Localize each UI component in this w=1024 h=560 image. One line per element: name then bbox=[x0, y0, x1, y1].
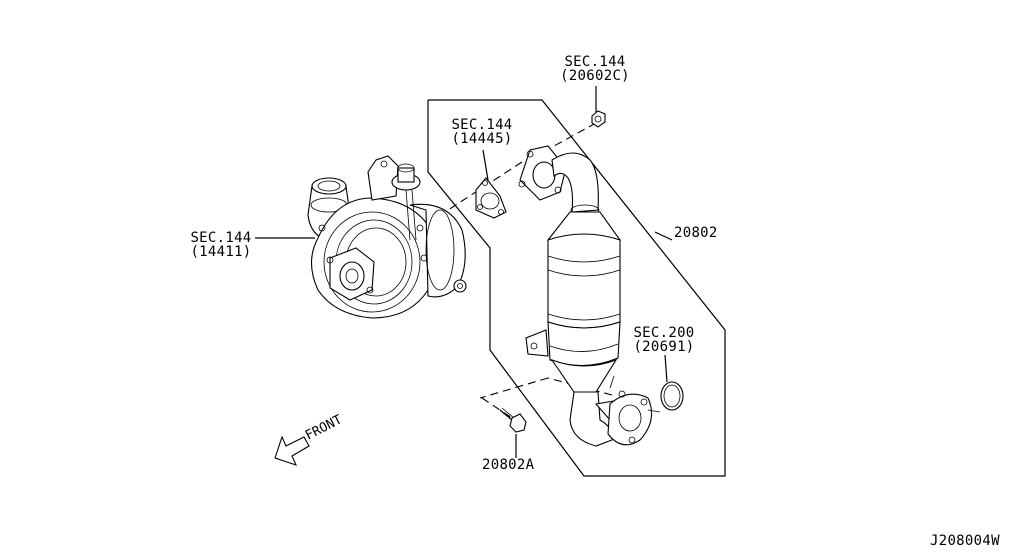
oring-callout: SEC.200 (20691) bbox=[626, 326, 702, 354]
nut-part-number: (20602C) bbox=[560, 68, 630, 84]
gasket-sec-label: SEC.144 bbox=[451, 117, 513, 133]
front-arrow: FRONT bbox=[274, 412, 345, 466]
front-label: FRONT bbox=[303, 412, 345, 443]
bolt-part bbox=[499, 407, 527, 433]
nut-sec-label: SEC.144 bbox=[564, 54, 626, 70]
turbo-callout: SEC.144 (14411) bbox=[185, 231, 257, 259]
assembly-outline bbox=[427, 99, 726, 477]
catalytic-converter-part bbox=[518, 145, 661, 447]
converter-part-number: 20802 bbox=[674, 225, 718, 241]
nut-part bbox=[591, 110, 606, 128]
oring-sec-label: SEC.200 bbox=[633, 325, 695, 341]
diagram-code: J208004W bbox=[930, 533, 1000, 549]
turbo-part-number: (14411) bbox=[190, 244, 252, 260]
leader-lines bbox=[255, 86, 673, 458]
oring-part-number: (20691) bbox=[633, 339, 695, 355]
gasket-part bbox=[475, 177, 507, 219]
o-ring-part bbox=[660, 381, 684, 411]
nut-callout: SEC.144 (20602C) bbox=[552, 55, 638, 83]
turbocharger-part bbox=[307, 155, 467, 319]
gasket-callout: SEC.144 (14445) bbox=[446, 118, 518, 146]
turbo-sec-label: SEC.144 bbox=[190, 230, 252, 246]
bolt-part-number: 20802A bbox=[482, 457, 535, 473]
gasket-part-number: (14445) bbox=[451, 131, 513, 147]
